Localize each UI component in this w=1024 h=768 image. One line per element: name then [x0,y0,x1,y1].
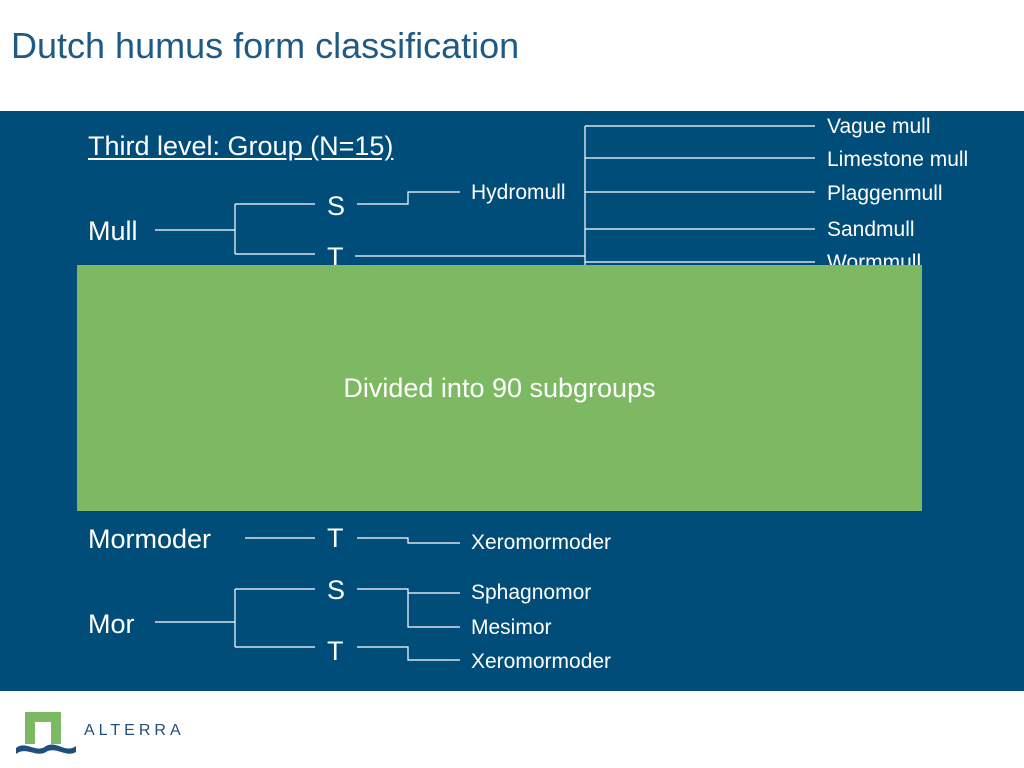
sphagnomor-label: Sphagnomor [471,581,592,604]
mull-t-branch: T [327,242,344,272]
hydromull-label: Hydromull [471,181,566,204]
mormoder-xeromormoder-label: Xeromormoder [471,531,612,554]
mor-label: Mor [88,609,135,639]
limestone-mull-label: Limestone mull [827,148,969,171]
vague-mull-label: Vague mull [827,115,931,138]
mesimor-label: Mesimor [471,616,552,639]
alterra-logo-text: ALTERRA [84,722,185,739]
classification-panel: Third level: Group (N=15) Mull S T Hydro… [0,111,1024,691]
page-title: Dutch humus form classification [11,25,520,66]
footer [0,691,1024,768]
mull-label: Mull [88,216,138,246]
mor-t-branch: T [327,636,344,666]
sandmull-label: Sandmull [827,218,915,241]
subgroups-callout-text: Divided into 90 subgroups [343,372,656,403]
tree-connectors [155,125,815,661]
group-level-heading: Third level: Group (N=15) [88,131,394,161]
mormoder-t-branch: T [327,523,344,553]
alterra-logo-icon [16,712,76,754]
plaggenmull-label: Plaggenmull [827,182,943,205]
mull-s-branch: S [327,191,346,221]
mor-xeromormoder-label: Xeromormoder [471,650,612,673]
mormoder-label: Mormoder [88,524,212,554]
mor-s-branch: S [327,575,346,605]
subgroups-callout: Divided into 90 subgroups [77,265,922,511]
